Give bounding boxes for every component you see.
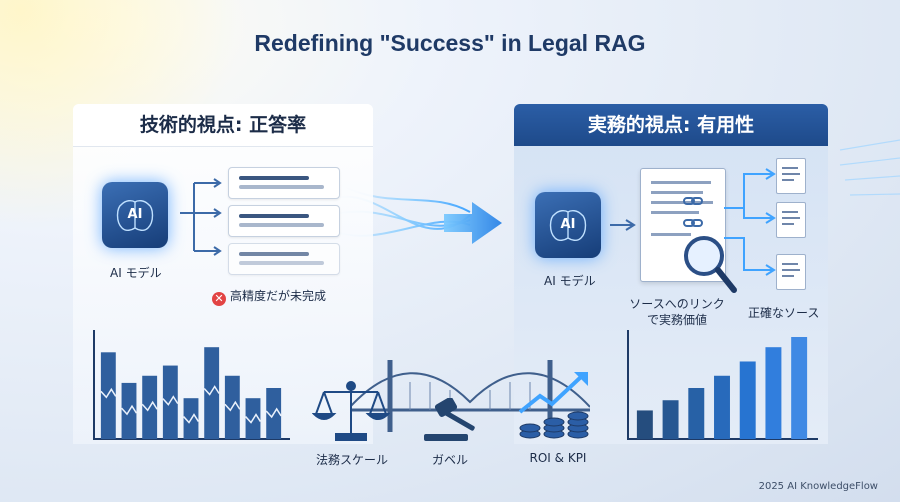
right-edge-streaks	[839, 139, 900, 196]
right-chart-bar-7	[791, 337, 808, 439]
ai-model-label-left: AI モデル	[110, 266, 162, 280]
error-x-icon: ✕	[212, 292, 226, 306]
ai-chip-text-left: AI	[127, 207, 143, 222]
footer-credit: 2025 AI KnowledgeFlow	[758, 481, 878, 492]
left-chart-bar-1	[100, 352, 116, 439]
brain-icon	[549, 209, 587, 241]
left-chart-bar-crack-1	[100, 387, 117, 399]
transition-arrow-icon	[444, 202, 502, 244]
accurate-source-doc-1	[776, 158, 806, 194]
left-chart-bar-crack-6	[203, 385, 220, 396]
gavel-icon	[424, 398, 475, 441]
right-chart-bar-4	[714, 375, 730, 439]
gavel-label: ガベル	[431, 453, 468, 467]
magnifier-icon	[684, 236, 737, 293]
practical-view-header: 実務的視点: 有用性	[514, 104, 828, 146]
left-chart-bar-6	[204, 347, 220, 439]
left-broken-bar-chart	[93, 330, 290, 440]
chart-axis	[93, 330, 290, 440]
scale-icon	[312, 381, 390, 441]
right-flow-arrow	[610, 219, 636, 231]
right-chart-bar-5	[739, 361, 756, 439]
source-link-label-line1: ソースへのリンク	[629, 297, 725, 311]
answer-card-3	[228, 243, 340, 275]
accurate-source-label: 正確なソース	[748, 306, 820, 320]
brain-icon	[116, 199, 154, 231]
scale-label: 法務スケール	[315, 453, 388, 467]
right-chart-bar-3	[688, 388, 705, 439]
source-link-label: ソースへのリンク で実務価値	[622, 296, 732, 328]
left-chart-bar-crack-3	[141, 400, 158, 412]
left-chart-bar-crack-5	[183, 413, 200, 424]
left-chart-bar-crack-8	[245, 413, 262, 424]
right-chart-bar-1	[636, 410, 653, 439]
ai-chip-text-right: AI	[560, 217, 576, 232]
accurate-source-doc-3	[776, 254, 806, 290]
right-chart-bar-2	[662, 400, 679, 439]
answer-card-2	[228, 205, 340, 237]
ai-chip-left: AI	[102, 182, 168, 248]
page-title: Redefining "Success" in Legal RAG	[254, 30, 646, 56]
left-chart-bar-crack-4	[162, 395, 179, 406]
left-chart-bar-crack-2	[121, 404, 138, 416]
roi-label: ROI & KPI	[529, 451, 587, 465]
ai-chip-right: AI	[535, 192, 601, 258]
technical-view-header: 技術的視点: 正答率	[73, 104, 373, 147]
link-chain-icons	[683, 197, 703, 227]
branch-connector	[180, 178, 222, 256]
right-rising-bar-chart	[627, 330, 818, 440]
warning-text: 高精度だが未完成	[230, 289, 327, 303]
left-chart-bar-crack-7	[224, 400, 241, 412]
right-chart-bar-6	[765, 347, 782, 439]
accurate-source-doc-2	[776, 202, 806, 238]
warning-note: ✕ 高精度だが未完成	[212, 287, 326, 306]
document-branch-arrows	[724, 168, 776, 276]
ai-model-label-right: AI モデル	[544, 274, 596, 288]
left-chart-bar-crack-9	[265, 407, 282, 419]
answer-card-1	[228, 167, 340, 199]
roi-growth-icon	[518, 372, 589, 439]
source-link-label-line2: で実務価値	[646, 313, 707, 327]
